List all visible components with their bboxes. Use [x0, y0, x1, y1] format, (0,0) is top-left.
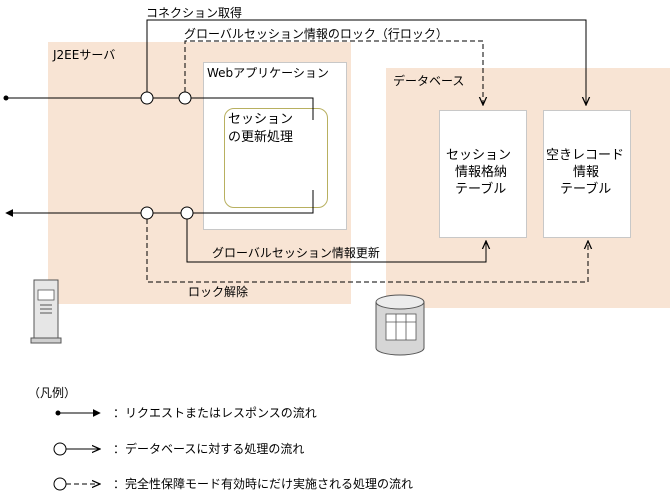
- unlock-label: ロック解除: [188, 285, 249, 299]
- legend-text-db: ：データベースに対する処理の流れ: [113, 442, 305, 456]
- request-flow-line: [3, 95, 314, 120]
- lock-label: グローバルセッション情報のロック（行ロック）: [184, 27, 448, 41]
- legend-text-request: ：リクエストまたはレスポンスの流れ: [113, 406, 317, 420]
- session-table-box: [439, 110, 527, 238]
- free-table-line2: 情報: [573, 165, 600, 180]
- update-arrow: [180, 206, 486, 263]
- update-process-box: [224, 108, 328, 208]
- free-record-table-box: [543, 110, 631, 238]
- legend-text-integrity: ：完全性保障モード有効時にだけ実施される処理の流れ: [113, 477, 414, 491]
- database-cylinder-icon: [375, 294, 425, 356]
- update-label: グローバルセッション情報更新: [212, 246, 380, 260]
- session-table-line2: 情報格納: [455, 165, 508, 180]
- legend-symbol-integrity: [53, 477, 100, 491]
- session-table-line1: セッション: [446, 148, 512, 163]
- database-label: データベース: [393, 74, 465, 88]
- webapp-label: Webアプリケーション: [207, 66, 329, 80]
- lock-arrow: [178, 40, 483, 105]
- client-terminal-icon: [30, 279, 62, 344]
- server-label: J2EEサーバ: [53, 48, 116, 62]
- free-table-line3: テーブル: [560, 182, 612, 197]
- connection-label: コネクション取得: [146, 6, 243, 20]
- connection-arrow: [140, 19, 586, 105]
- legend-symbol-request: [55, 409, 101, 417]
- free-table-line1: 空きレコード: [546, 148, 625, 163]
- response-flow-line: [5, 190, 314, 217]
- legend-title: （凡例）: [28, 386, 77, 400]
- session-table-line3: テーブル: [455, 182, 507, 197]
- process-label-2: の更新処理: [228, 130, 294, 145]
- process-label-1: セッション: [228, 112, 294, 127]
- unlock-arrow: [140, 206, 588, 283]
- legend-symbol-db: [53, 442, 100, 456]
